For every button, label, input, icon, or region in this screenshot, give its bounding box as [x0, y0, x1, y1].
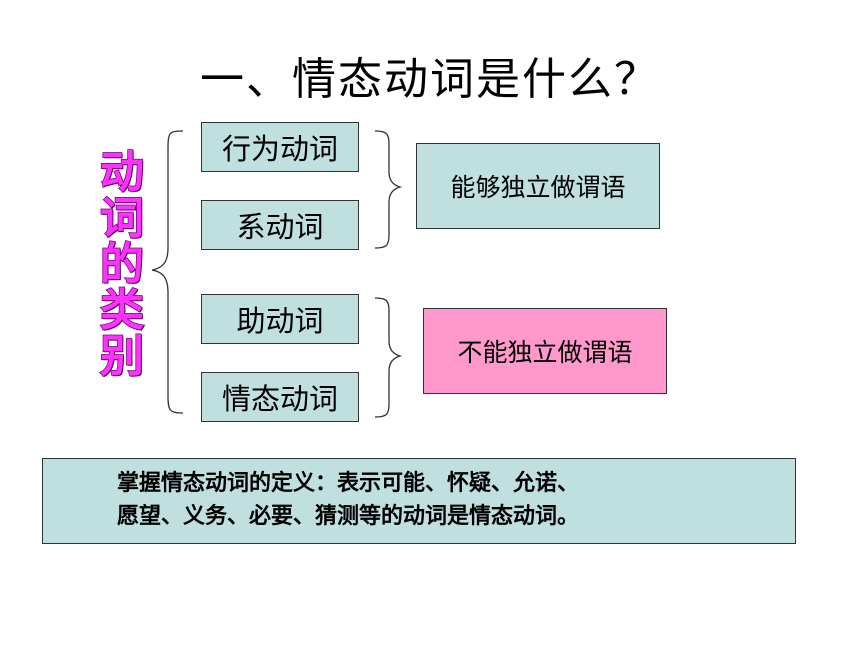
right-brace-lower	[374, 297, 403, 418]
verb-box-action: 行为动词	[201, 122, 359, 172]
verb-box-auxiliary: 助动词	[201, 294, 359, 344]
label-char: 动	[99, 147, 145, 198]
definition-box: 掌握情态动词的定义：表示可能、怀疑、允诺、 愿望、义务、必要、猜测等的动词是情态…	[42, 458, 796, 544]
label-char: 的	[99, 239, 145, 290]
definition-line-1: 掌握情态动词的定义：表示可能、怀疑、允诺、	[117, 471, 580, 496]
label-char: 类	[99, 285, 145, 336]
verb-box-modal: 情态动词	[201, 372, 359, 422]
label-char: 词	[99, 193, 145, 244]
slide-title: 一、情态动词是什么？	[200, 54, 660, 105]
right-brace-upper	[374, 130, 403, 249]
verb-box-linking: 系动词	[201, 200, 359, 250]
left-brace	[151, 130, 184, 414]
result-box-independent: 能够独立做谓语	[416, 143, 660, 229]
result-box-dependent: 不能独立做谓语	[423, 308, 667, 394]
label-char: 别	[99, 331, 145, 382]
vertical-category-label: 动 词 的 类 别	[92, 147, 152, 382]
definition-line-2: 愿望、义务、必要、猜测等的动词是情态动词。	[117, 504, 580, 529]
